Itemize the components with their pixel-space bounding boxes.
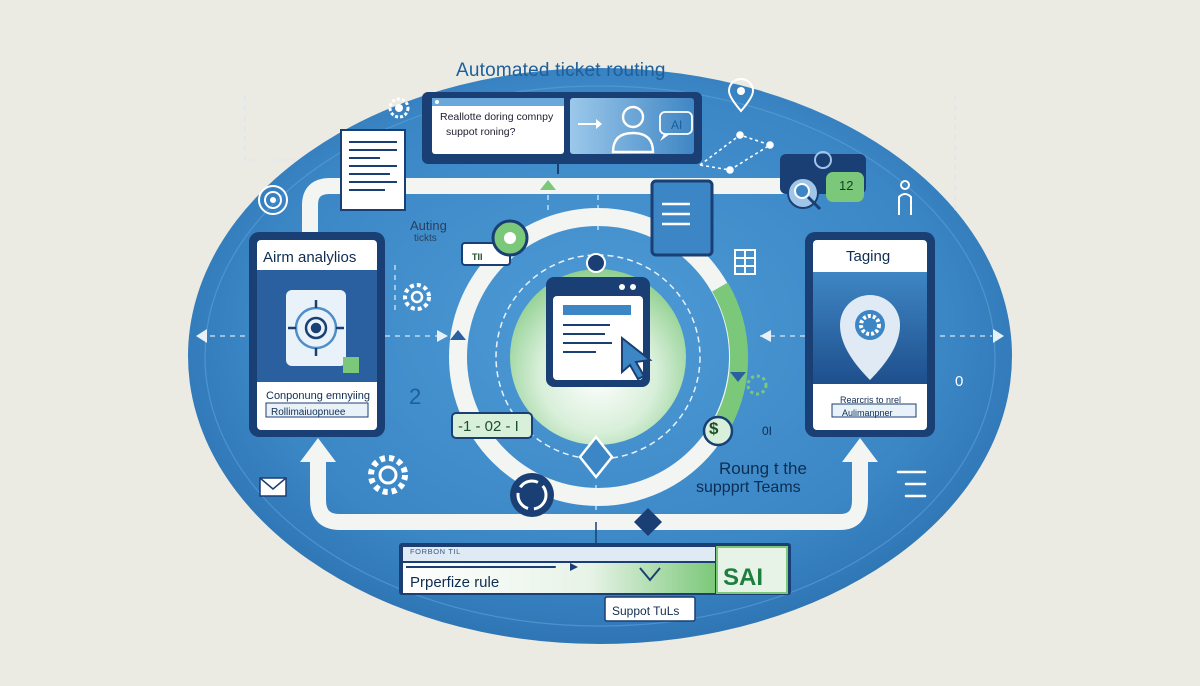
code-tag-label: -1 - 02 - I [458, 418, 519, 435]
left-panel-title: Airm analylios [263, 249, 357, 266]
document-icon [340, 129, 406, 211]
left-panel-bar-label: Rollimaiuopnuee [271, 407, 346, 418]
track-down-icon [540, 180, 556, 190]
flow-track-top [302, 178, 803, 246]
gear-icon [368, 455, 408, 495]
support-tuls-label: Suppot TuLs [612, 604, 680, 618]
gear-icon [403, 283, 431, 311]
search-cluster [780, 151, 866, 211]
network-icon [746, 374, 768, 396]
left-panel-subtitle: Conponung emnyiing [266, 390, 370, 402]
target-icon [258, 185, 288, 215]
gear-icon [388, 97, 410, 119]
badge-twelve: 12 [839, 178, 854, 193]
ellipse-inner-ring [204, 85, 996, 627]
routing-tag-badge: TII [472, 252, 483, 262]
search-icon [787, 177, 822, 211]
left-panel [249, 232, 385, 437]
cursor-icon [621, 335, 653, 381]
pin-icon [840, 295, 900, 380]
zero-one-label: 0I [762, 424, 773, 438]
dollar-label: $ [709, 419, 719, 438]
person-icon [898, 180, 912, 215]
progress-badge: SAI [723, 564, 764, 591]
routing-tag [461, 219, 529, 266]
browser-icon [546, 253, 653, 387]
right-panel-title: Taging [846, 248, 891, 265]
diamond-node [634, 508, 662, 536]
arrow-left-icon [196, 329, 207, 343]
dashed-guides [210, 95, 992, 515]
right-panel [805, 232, 935, 437]
chat-card [422, 92, 702, 164]
routing-teams-line1: Roung t the [719, 459, 807, 478]
progress-top-label: FORBON TIL [410, 547, 461, 556]
dollar-icon [702, 415, 734, 447]
arrow-in-right-icon [760, 330, 771, 342]
target-icon [288, 300, 344, 356]
arrow-right-icon [993, 329, 1004, 343]
progress-bar [399, 522, 791, 595]
routing-label-line1: Auting [410, 218, 447, 233]
arrow-in-left-icon [437, 330, 448, 342]
routing-teams-line2: suppprt Teams [696, 479, 801, 496]
support-tuls-box [604, 596, 696, 622]
flow-track-bottom [310, 455, 868, 530]
badge-zero: 0 [955, 373, 964, 390]
up-arrow-right-icon [842, 438, 878, 462]
pin-icon [727, 78, 755, 113]
chat-question-line2: suppot roning? [446, 126, 516, 138]
dash-lines [896, 470, 927, 498]
ticket-card [650, 179, 714, 257]
network-icon [698, 131, 774, 174]
step-number-two: 2 [409, 384, 422, 409]
diagram-title: Automated ticket routing [456, 60, 666, 81]
progress-rule-label: Prperfize rule [410, 574, 500, 591]
person-icon [621, 105, 645, 129]
routing-label-line2: tickts [414, 233, 437, 244]
refresh-icon [510, 473, 554, 517]
diamond-node [578, 434, 614, 480]
right-panel-subtitle: Rearcris to nrel [840, 395, 902, 405]
up-arrow-left-icon [300, 438, 336, 462]
mail-icon [259, 477, 287, 497]
right-panel-bar-label: Aulimanpner [842, 408, 893, 418]
ai-bubble-label: AI [671, 118, 683, 132]
code-tag [451, 412, 533, 439]
chat-question-line1: Reallotte doring comnpy [440, 111, 554, 123]
grid-icon [734, 249, 756, 275]
